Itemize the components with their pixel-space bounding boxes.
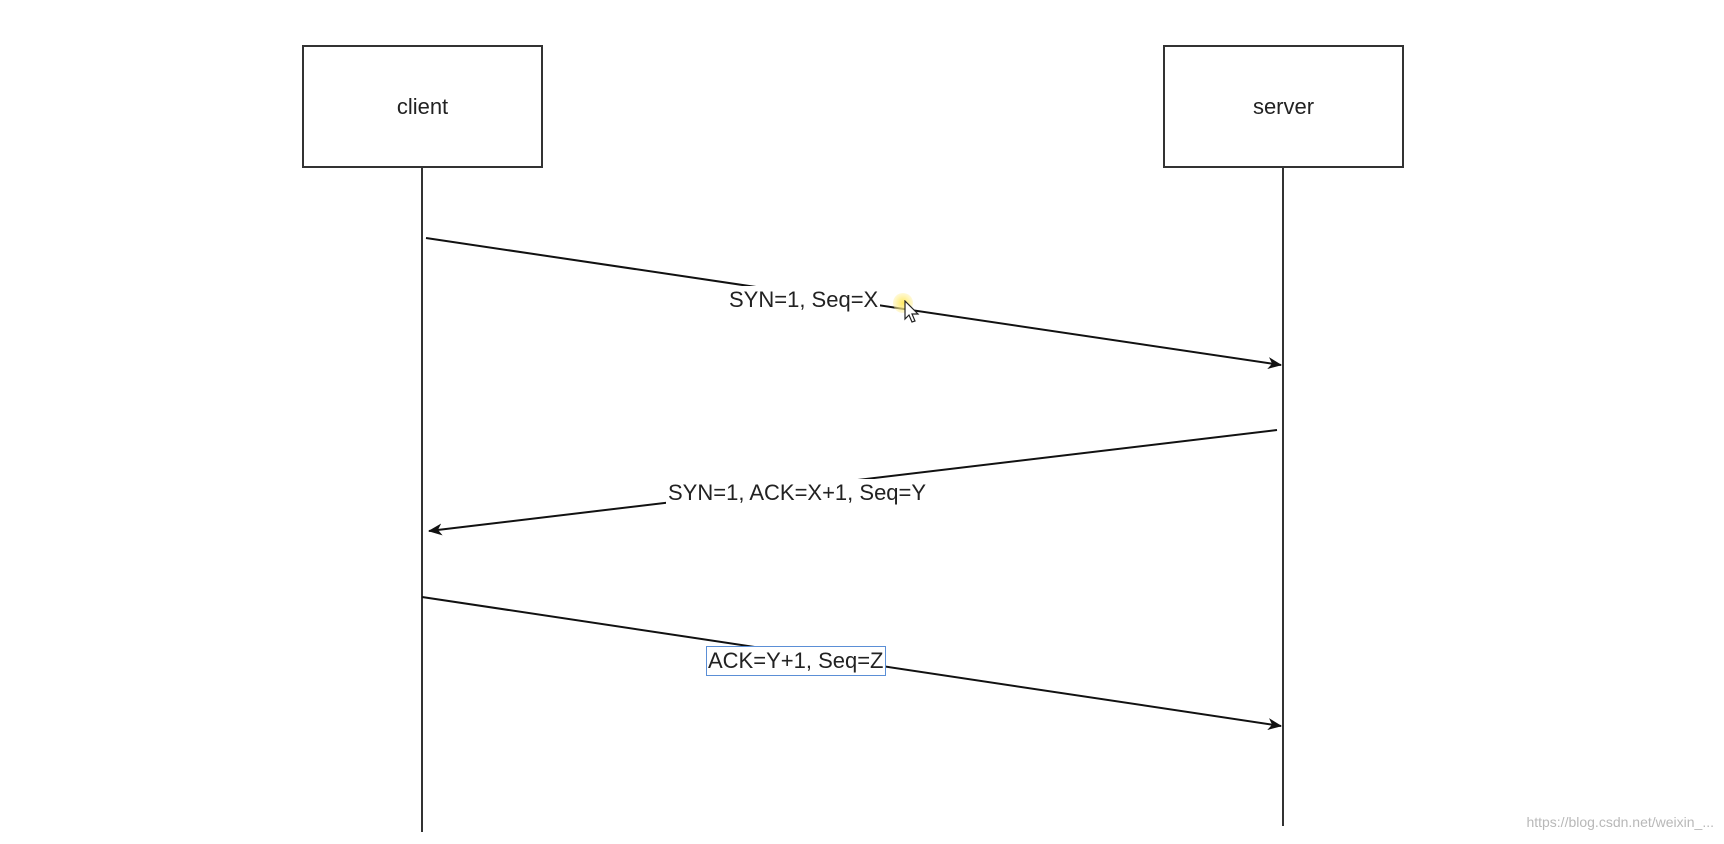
- client-actor-box[interactable]: client: [302, 45, 543, 168]
- message-label-ack-selected[interactable]: ACK=Y+1, Seq=Z: [706, 646, 886, 676]
- message-label-syn[interactable]: SYN=1, Seq=X: [727, 286, 881, 314]
- mouse-pointer-icon: [904, 300, 920, 323]
- client-actor-label: client: [396, 93, 449, 119]
- server-actor-label: server: [1252, 93, 1315, 119]
- message-label-syn-ack[interactable]: SYN=1, ACK=X+1, Seq=Y: [666, 479, 929, 507]
- watermark-text: https://blog.csdn.net/weixin_...: [1526, 814, 1714, 830]
- server-actor-box[interactable]: server: [1163, 45, 1404, 168]
